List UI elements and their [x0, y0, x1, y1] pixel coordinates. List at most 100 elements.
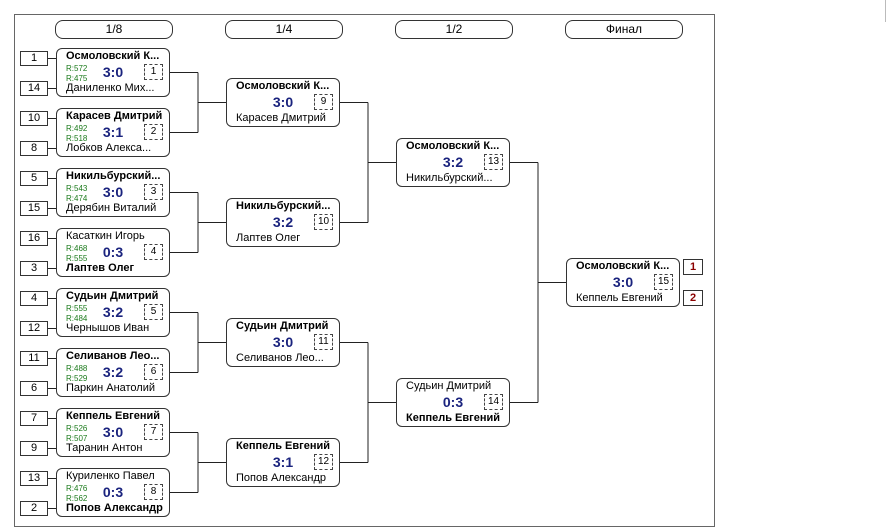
match-score: 3:0: [272, 94, 294, 110]
rating-bottom: R:507: [66, 434, 88, 443]
seed-number: 8: [20, 141, 48, 156]
match-number: 15: [654, 274, 673, 290]
match-number: 5: [144, 304, 163, 320]
match-number: 10: [314, 214, 333, 230]
seed-number: 6: [20, 381, 48, 396]
player-bottom: Чернышов Иван: [66, 322, 150, 334]
rating-bottom: R:474: [66, 194, 88, 203]
scroll-edge: [885, 0, 886, 22]
player-top: Касаткин Игорь: [66, 230, 145, 242]
rating-top: R:555: [66, 304, 88, 313]
rating-bottom: R:562: [66, 494, 88, 503]
match-score: 0:3: [102, 244, 124, 260]
player-bottom: Дерябин Виталий: [66, 202, 157, 214]
match-number: 1: [144, 64, 163, 80]
round-header: 1/4: [225, 20, 343, 39]
player-bottom: Карасев Дмитрий: [236, 112, 326, 124]
player-top: Куриленко Павел: [66, 470, 155, 482]
player-bottom: Попов Александр: [66, 502, 163, 514]
right-blank-area: [715, 14, 891, 532]
rating-top: R:488: [66, 364, 88, 373]
player-bottom: Кеппель Евгений: [576, 292, 663, 304]
player-top: Селиванов Лео...: [66, 350, 160, 362]
player-bottom: Паркин Анатолий: [66, 382, 156, 394]
player-top: Судьин Дмитрий: [406, 380, 492, 392]
match-score: 3:0: [102, 424, 124, 440]
player-top: Осмоловский К...: [66, 50, 160, 62]
player-bottom: Лаптев Олег: [66, 262, 135, 274]
player-top: Осмоловский К...: [576, 260, 670, 272]
rating-bottom: R:555: [66, 254, 88, 263]
player-top: Осмоловский К...: [236, 80, 330, 92]
seed-number: 7: [20, 411, 48, 426]
match-number: 11: [314, 334, 333, 350]
rating-bottom: R:475: [66, 74, 88, 83]
match-number: 3: [144, 184, 163, 200]
match-score: 3:2: [102, 364, 124, 380]
seed-number: 16: [20, 231, 48, 246]
match-score: 0:3: [102, 484, 124, 500]
player-bottom: Лаптев Олег: [236, 232, 301, 244]
seed-number: 5: [20, 171, 48, 186]
player-top: Никильбурский...: [66, 170, 161, 182]
player-top: Кеппель Евгений: [236, 440, 331, 452]
final-place: 1: [683, 259, 703, 275]
match-number: 8: [144, 484, 163, 500]
match-score: 3:2: [272, 214, 294, 230]
rating-top: R:572: [66, 64, 88, 73]
player-top: Карасев Дмитрий: [66, 110, 163, 122]
player-bottom: Никильбурский...: [406, 172, 493, 184]
seed-number: 12: [20, 321, 48, 336]
player-bottom: Попов Александр: [236, 472, 327, 484]
seed-number: 2: [20, 501, 48, 516]
rating-top: R:526: [66, 424, 88, 433]
match-number: 14: [484, 394, 503, 410]
match-score: 3:0: [612, 274, 634, 290]
match-number: 12: [314, 454, 333, 470]
match-number: 6: [144, 364, 163, 380]
match-score: 3:1: [272, 454, 294, 470]
match-score: 3:2: [102, 304, 124, 320]
match-number: 2: [144, 124, 163, 140]
match-score: 3:0: [272, 334, 294, 350]
rating-bottom: R:518: [66, 134, 88, 143]
rating-top: R:543: [66, 184, 88, 193]
match-number: 4: [144, 244, 163, 260]
match-number: 7: [144, 424, 163, 440]
player-bottom: Лобков Алекса...: [66, 142, 152, 154]
seed-number: 10: [20, 111, 48, 126]
match-score: 3:1: [102, 124, 124, 140]
match-number: 9: [314, 94, 333, 110]
seed-number: 9: [20, 441, 48, 456]
seed-number: 15: [20, 201, 48, 216]
rating-bottom: R:484: [66, 314, 88, 323]
player-top: Судьин Дмитрий: [236, 320, 329, 332]
final-place: 2: [683, 290, 703, 306]
seed-number: 13: [20, 471, 48, 486]
seed-number: 1: [20, 51, 48, 66]
rating-top: R:492: [66, 124, 88, 133]
round-header: 1/8: [55, 20, 173, 39]
player-bottom: Даниленко Мих...: [66, 82, 155, 94]
rating-top: R:468: [66, 244, 88, 253]
player-bottom: Селиванов Лео...: [236, 352, 324, 364]
match-score: 3:0: [102, 184, 124, 200]
match-score: 3:2: [442, 154, 464, 170]
seed-number: 14: [20, 81, 48, 96]
